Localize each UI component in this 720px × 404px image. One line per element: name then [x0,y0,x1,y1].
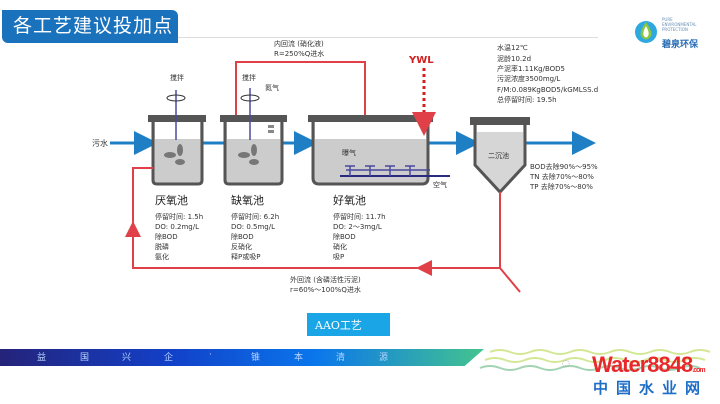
anaerobic-tank [148,90,206,186]
decorative-waves [479,349,711,371]
inflow-label: 污水 [92,138,108,148]
site-logo: Water8848.com [592,352,706,378]
slogan-band: 益 国 兴 企 · 锥 本 清 源 [0,349,484,366]
slogan-char: 兴 [122,353,132,363]
slogan-char: 本 [294,353,304,363]
stir-label-1: 搅拌 [170,73,184,82]
svg-text:吸P: 吸P [333,253,344,261]
tank-info-aerobic: 好氧池 停留时间: 11.7h DO: 2～3mg/L 除BOD 硝化 吸P [333,193,386,261]
svg-text:污泥浓度3500mg/L: 污泥浓度3500mg/L [497,74,560,83]
svg-text:好氧池: 好氧池 [333,193,366,207]
logo-subtitle: PURE ENVIRONMENTAL PROTECTION [662,17,697,32]
svg-text:除BOD: 除BOD [231,232,254,241]
svg-text:水温12℃: 水温12℃ [497,43,528,52]
slogan-char: 清 [336,353,346,363]
site-brand: Water8848 [592,352,693,377]
external-recycle-line [125,167,521,293]
svg-text:TP 去除70%～80%: TP 去除70%～80% [529,182,593,191]
slogan-char: 锥 [251,353,261,363]
process-caption: AAO工艺 [307,313,390,336]
aeration-label: 曝气 [342,148,356,157]
dosing-point-label: YWL [408,55,434,66]
slogan-char: 企 [164,353,174,363]
header-divider [178,37,598,38]
tank-info-anaerobic: 厌氧池 停留时间: 1.5h DO: 0.2mg/L 除BOD 脱磷 氨化 [155,193,203,261]
svg-text:DO: 0.5mg/L: DO: 0.5mg/L [231,223,275,231]
svg-text:产泥率1.11Kg/BOD5: 产泥率1.11Kg/BOD5 [497,64,565,73]
process-parameters: 水温12℃ 泥龄10.2d 产泥率1.11Kg/BOD5 污泥浓度3500mg/… [497,43,598,104]
tank-info-anoxic: 缺氧池 停留时间: 6.2h DO: 0.5mg/L 除BOD 反硝化 释P或吸… [231,193,279,261]
svg-text:DO: 0.2mg/L: DO: 0.2mg/L [155,223,199,231]
svg-text:F/M:0.089KgBOD5/kGMLSS.d: F/M:0.089KgBOD5/kGMLSS.d [497,86,598,94]
svg-text:BOD去除90%～95%: BOD去除90%～95% [530,162,598,171]
internal-recycle-text: 内回流 (硝化液) [274,39,324,48]
external-recycle-ratio: r=60%～100%Q进水 [290,285,361,294]
svg-text:缺氧池: 缺氧池 [231,193,264,207]
svg-text:TN 去除70%～80%: TN 去除70%～80% [529,172,594,181]
svg-text:脱磷: 脱磷 [155,242,169,251]
svg-text:除BOD: 除BOD [155,232,178,241]
logo-brand: 碧泉环保 [662,40,699,50]
site-domain: .com [692,367,705,374]
aerobic-tank [308,115,450,186]
company-logo [635,21,657,43]
air-label: 空气 [433,180,447,189]
svg-text:厌氧池: 厌氧池 [155,193,188,207]
external-recycle-text: 外回流 (含磷活性污泥) [290,275,361,284]
internal-recycle-ratio: R=250%Q进水 [274,49,324,58]
diffuser-icon [340,165,450,177]
slogan-char: 源 [379,353,389,363]
removal-rates: BOD去除90%～95% TN 去除70%～80% TP 去除70%～80% [529,162,598,191]
internal-recycle-line [235,61,366,115]
svg-text:硝化: 硝化 [333,242,347,251]
mixer-propeller-icon [164,144,185,165]
wechat-icon: ◌ [562,359,570,369]
nitrogen-label: 氮气 [265,83,279,92]
svg-text:反硝化: 反硝化 [231,242,252,251]
mixer-propeller-icon [238,144,259,165]
slogan-char: 益 [37,353,47,363]
clarifier-label: 二沉池 [488,151,509,160]
slogan-char: 国 [80,353,90,363]
svg-text:氨化: 氨化 [155,252,169,261]
svg-text:总停留时间: 19.5h: 总停留时间: 19.5h [497,95,557,104]
stir-label-2: 搅拌 [242,73,256,82]
page-title: 各工艺建议投加点 [2,10,178,43]
svg-text:停留时间: 6.2h: 停留时间: 6.2h [231,212,279,221]
slogan-char: · [209,350,212,360]
svg-text:泥龄10.2d: 泥龄10.2d [497,54,531,63]
svg-text:停留时间: 11.7h: 停留时间: 11.7h [333,212,386,221]
svg-text:除BOD: 除BOD [333,232,356,241]
site-name: 中国水业网 [593,379,709,397]
svg-text:停留时间: 1.5h: 停留时间: 1.5h [155,212,203,221]
svg-text:DO: 2～3mg/L: DO: 2～3mg/L [333,223,382,231]
svg-text:释P或吸P: 释P或吸P [231,252,260,261]
anoxic-tank [220,88,287,186]
